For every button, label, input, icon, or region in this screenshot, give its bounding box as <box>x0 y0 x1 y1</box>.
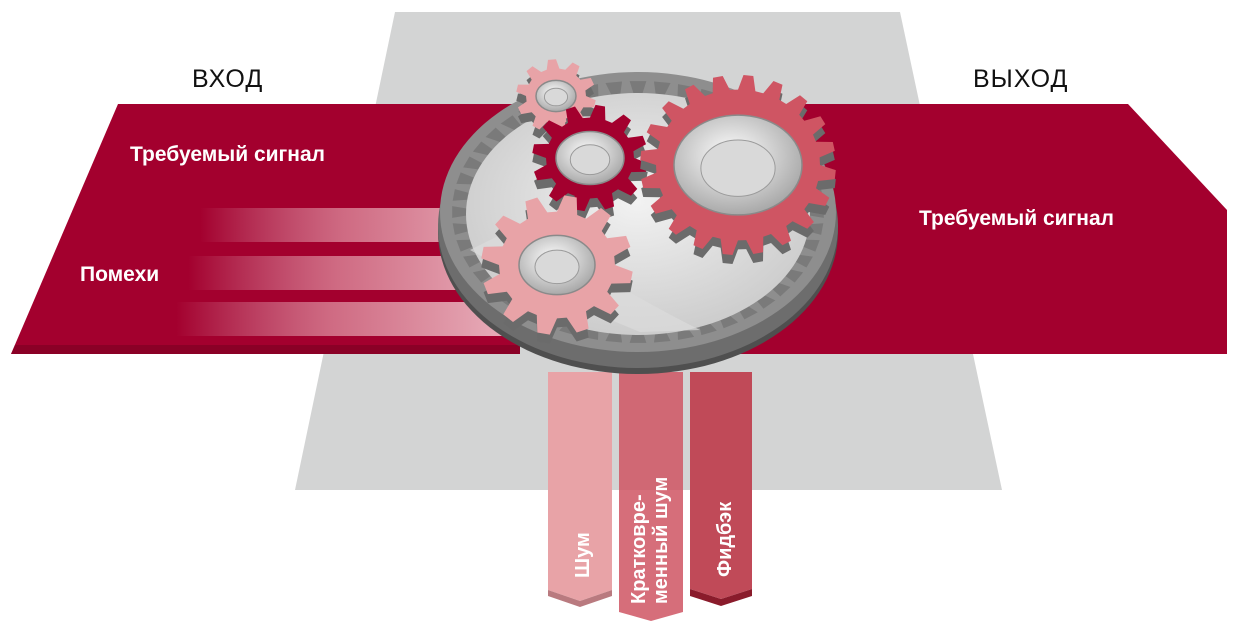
interference-streak-3 <box>176 302 520 336</box>
strip-short-noise-label-1: Кратковре- <box>628 494 650 604</box>
ring-tooth <box>605 81 623 95</box>
gear-small-dark <box>532 104 648 221</box>
output-signal-label: Требуемый сигнал <box>919 207 1114 230</box>
input-signal-label: Требуемый сигнал <box>130 143 325 166</box>
output-heading: ВЫХОД <box>973 65 1068 93</box>
gears <box>481 59 836 344</box>
interference-label: Помехи <box>80 263 159 286</box>
ring-tooth <box>452 189 471 201</box>
ring-tooth <box>452 206 469 218</box>
ring-tooth <box>800 239 820 252</box>
ring-tooth <box>463 156 483 170</box>
strip-feedback-label: Фидбэк <box>714 501 736 577</box>
gear-large <box>640 75 836 264</box>
strip-noise <box>548 372 612 601</box>
ring-tooth <box>653 81 671 95</box>
strip-feedback <box>690 372 752 599</box>
ring-tooth <box>456 172 476 185</box>
ring-tooth <box>452 223 471 235</box>
ring-tooth <box>805 223 824 235</box>
ring-tooth <box>472 141 494 156</box>
ring-tooth <box>485 127 506 143</box>
input-heading: ВХОД <box>192 65 263 93</box>
output-strips <box>548 372 752 621</box>
strip-short-noise <box>619 372 683 621</box>
strip-short-noise-label-2: менный шум <box>650 477 672 604</box>
ring-tooth <box>500 115 522 131</box>
ring-tooth <box>456 239 476 252</box>
input-band <box>11 104 520 354</box>
output-band <box>740 104 1227 354</box>
strip-noise-label: Шум <box>572 532 594 578</box>
ring-tooth <box>629 81 647 94</box>
gear-medium-light <box>481 195 633 344</box>
